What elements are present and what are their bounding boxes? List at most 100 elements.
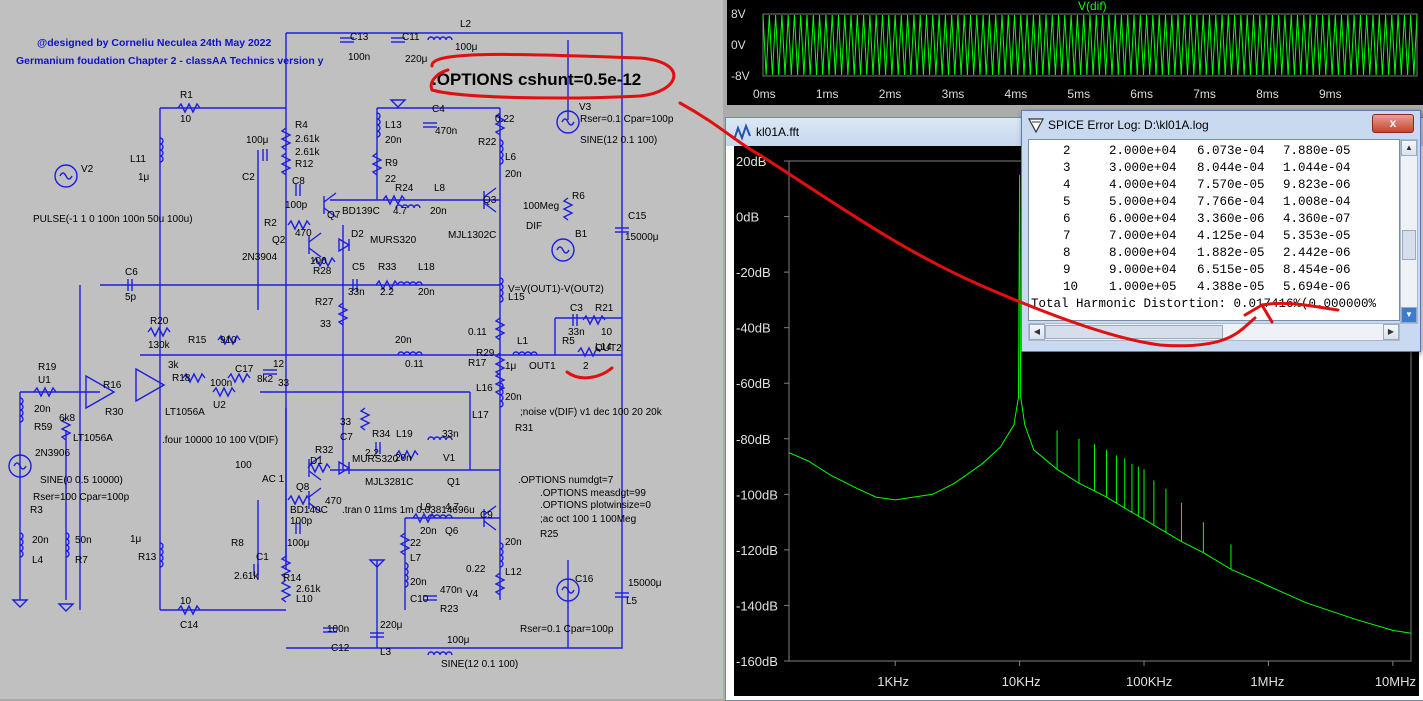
component-label: R7: [75, 555, 88, 566]
component-label: 2.2: [380, 287, 394, 298]
component-label: R6: [572, 191, 585, 202]
horizontal-scrollbar[interactable]: ◀ ▶: [1028, 323, 1400, 341]
log-cell: 6.515e-05: [1197, 263, 1265, 277]
schematic-editor[interactable]: @designed by Corneliu Neculea 24th May 2…: [0, 0, 723, 699]
resistor-symbol: [287, 219, 311, 231]
fft-y-tick-label: -120dB: [736, 543, 778, 558]
component-label: 100p: [290, 516, 313, 527]
component-label: L12: [505, 567, 522, 578]
scroll-down-arrow-icon[interactable]: ▼: [1401, 307, 1417, 323]
component-label: 220μ: [405, 54, 428, 65]
component-label: C9: [480, 510, 493, 521]
component-label: 2.61k: [296, 584, 321, 595]
component-label: BD139C: [342, 206, 380, 217]
log-cell: 4: [1063, 178, 1071, 192]
component-label: 12: [273, 359, 285, 370]
component-label: 15000μ: [628, 578, 662, 589]
component-label: SINE(0 0.5 10000): [40, 475, 123, 486]
component-label: L14: [595, 342, 612, 353]
scroll-thumb[interactable]: [1402, 230, 1416, 260]
component-label: 100μ: [447, 635, 470, 646]
scroll-thumb-horizontal[interactable]: [1045, 325, 1223, 339]
component-label: 220μ: [380, 620, 403, 631]
component-label: 2.2: [365, 448, 379, 459]
log-cell: 1.008e-04: [1283, 195, 1351, 209]
log-cell: 8.044e-04: [1197, 161, 1265, 175]
fft-x-tick-label: 10KHz: [1002, 674, 1041, 689]
component-label: 33n: [568, 327, 585, 338]
component-label: 10: [601, 327, 613, 338]
fft-y-tick-label: -140dB: [736, 598, 778, 613]
designer-credit: Germanium foudation Chapter 2 - classAA …: [16, 55, 324, 67]
vertical-scrollbar[interactable]: ▲ ▼: [1400, 139, 1418, 324]
log-cell: 4.360e-07: [1283, 212, 1351, 226]
component-label: V=V(OUT1)-V(OUT2): [508, 284, 604, 295]
component-label: 20n: [410, 577, 427, 588]
sine-wave-icon: [561, 586, 575, 594]
component-label: ;noise v(DIF) v1 dec 100 20 20k: [520, 407, 663, 418]
fft-y-tick-label: -20dB: [736, 265, 771, 280]
component-label: 5p: [125, 292, 137, 303]
inductor-symbol: [499, 542, 504, 568]
scroll-right-arrow-icon[interactable]: ▶: [1383, 324, 1399, 340]
component-label: R3: [30, 505, 43, 516]
resistor-symbol: [227, 372, 251, 384]
close-button[interactable]: x: [1372, 114, 1414, 133]
component-label: 130k: [148, 340, 171, 351]
component-label: D2: [351, 229, 364, 240]
component-label: R30: [105, 407, 124, 418]
resistor-symbol: [280, 127, 292, 151]
component-label: 20n: [505, 392, 522, 403]
component-label: Q3: [483, 195, 497, 206]
scroll-up-arrow-icon[interactable]: ▲: [1401, 140, 1417, 156]
component-label: 1μ: [138, 172, 150, 183]
component-label: .four 10000 10 100 V(DIF): [162, 435, 278, 446]
component-label: 20n: [32, 535, 49, 546]
log-cell: 8: [1063, 246, 1071, 260]
component-label: SINE(12 0.1 100): [580, 135, 657, 146]
component-label: PULSE(-1 1 0 100n 100n 50u 100u): [33, 214, 193, 225]
component-label: SINE(12 0.1 100): [441, 659, 518, 670]
component-label: C6: [125, 267, 138, 278]
log-cell: 7.880e-05: [1283, 144, 1351, 158]
inductor-symbol: [499, 139, 504, 165]
component-label: 470n: [435, 126, 457, 137]
fft-y-tick-label: -40dB: [736, 321, 771, 336]
waveform-y-tick: 0V: [731, 38, 746, 52]
log-cell: 5.000e+04: [1109, 195, 1177, 209]
transistor-collector: [308, 455, 322, 466]
component-label: C16: [575, 574, 594, 585]
component-label: 100μ: [246, 135, 269, 146]
voltage-source-symbol: [551, 238, 575, 262]
schematic-wires: [19, 32, 623, 649]
component-label: 4.7: [393, 206, 407, 217]
component-label: L16: [476, 383, 493, 394]
component-label: 100: [235, 460, 252, 471]
transistor-collector: [483, 187, 497, 198]
component-label: L3: [380, 647, 392, 658]
component-label: R15: [188, 335, 207, 346]
component-label: 22: [385, 174, 397, 185]
resistor-symbol: [280, 555, 292, 579]
schematic-drawing[interactable]: @designed by Corneliu Neculea 24th May 2…: [0, 0, 723, 699]
diode-symbol: [338, 460, 351, 476]
transistor-collector: [308, 487, 322, 498]
component-label: L8: [434, 183, 446, 194]
component-label: MURS320: [370, 235, 417, 246]
transistor-emitter: [323, 207, 337, 218]
fft-icon: [733, 123, 751, 141]
component-label: R16: [103, 380, 122, 391]
resistor-symbol: [217, 334, 241, 346]
scroll-left-arrow-icon[interactable]: ◀: [1029, 324, 1045, 340]
component-label: 0.22: [466, 564, 486, 575]
log-titlebar[interactable]: SPICE Error Log: D:\kl01A.log x: [1022, 111, 1420, 137]
component-label: 2: [583, 361, 589, 372]
component-label: C3: [570, 303, 583, 314]
log-cell: 4.388e-05: [1197, 280, 1265, 294]
sine-wave-icon: [13, 462, 27, 470]
